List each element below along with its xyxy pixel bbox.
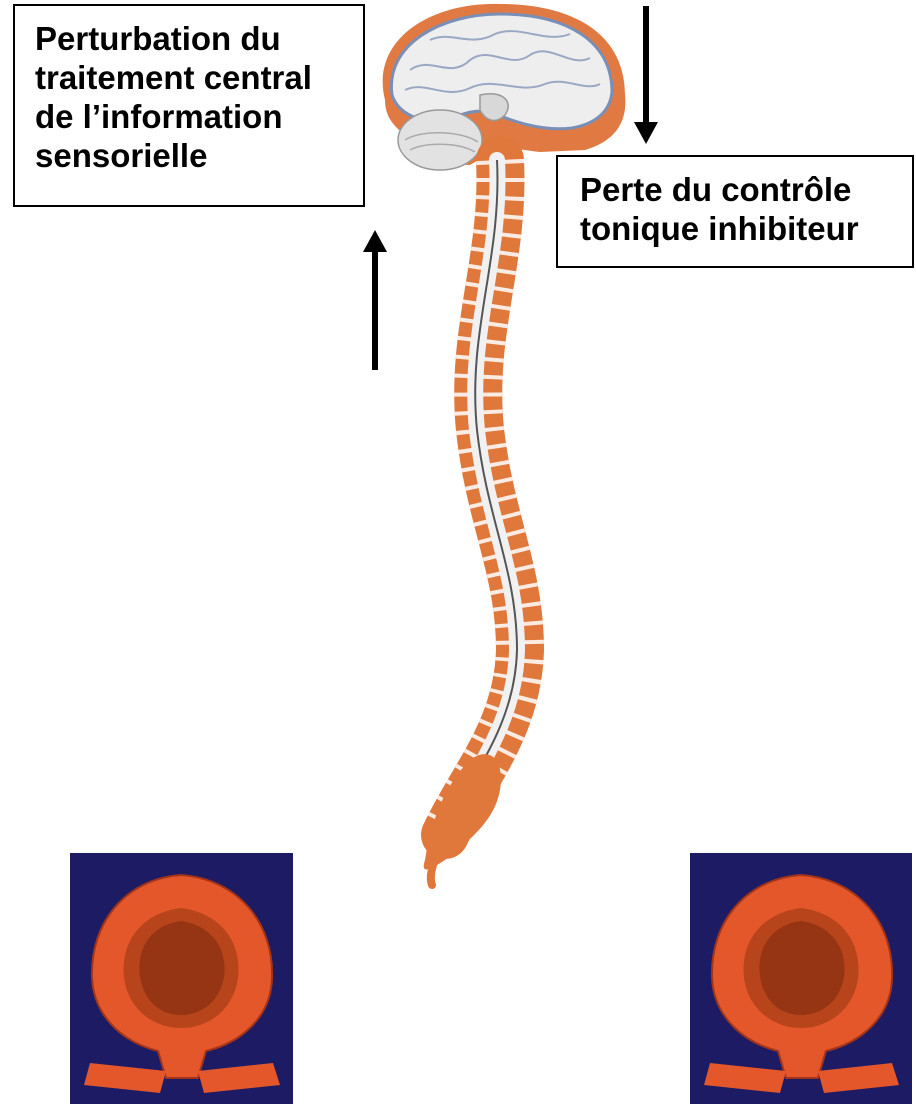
bladder-illustration-left [70, 853, 293, 1104]
spinal-column [424, 160, 520, 885]
down-arrow [634, 6, 658, 144]
cerebellum [398, 110, 482, 170]
up-arrow [363, 230, 387, 370]
bladder-illustration-right [690, 853, 912, 1104]
